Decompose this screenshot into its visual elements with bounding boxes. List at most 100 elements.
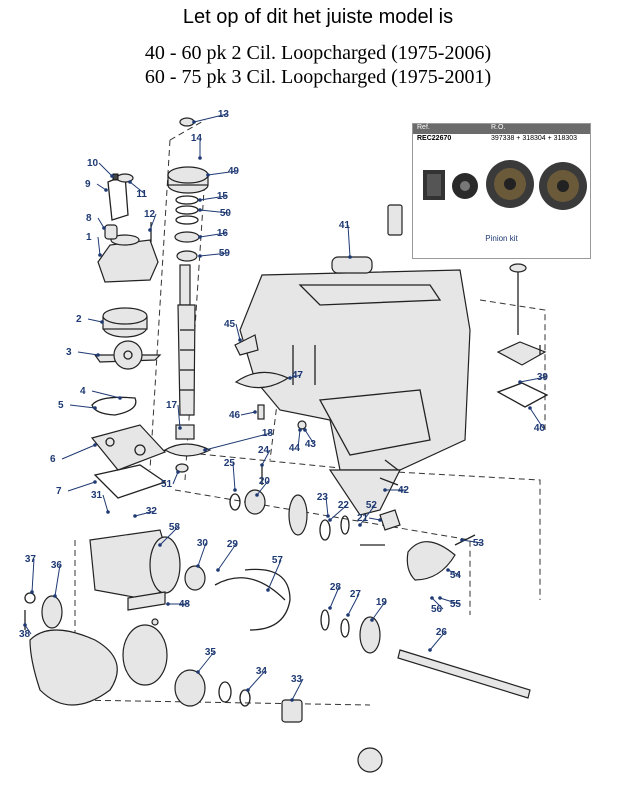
callout-label-24: 24 xyxy=(258,445,270,456)
callout-dot-46 xyxy=(253,410,257,414)
callout-leader-20 xyxy=(256,480,269,496)
callout-dot-38 xyxy=(23,623,27,627)
callout-dot-52 xyxy=(358,523,362,527)
callout-leader-45 xyxy=(235,323,241,341)
callout-leader-37 xyxy=(31,558,35,593)
callout-label-58: 58 xyxy=(169,522,181,533)
callout-dot-55 xyxy=(438,596,442,600)
callout-leader-8 xyxy=(97,217,105,229)
callout-dot-16 xyxy=(198,235,202,239)
callout-dot-5 xyxy=(93,406,97,410)
callout-label-19: 19 xyxy=(376,597,388,608)
callout-label-1: 1 xyxy=(86,232,92,243)
callout-label-36: 36 xyxy=(51,560,63,571)
callout-label-54: 54 xyxy=(450,570,462,581)
callout-leader-30 xyxy=(197,542,207,567)
callout-leader-43 xyxy=(304,429,315,445)
callout-leader-29 xyxy=(217,543,237,571)
callout-dot-42 xyxy=(383,488,387,492)
callout-label-23: 23 xyxy=(317,492,329,503)
callout-dot-36 xyxy=(53,594,57,598)
callout-label-38: 38 xyxy=(19,629,31,640)
callout-leader-31 xyxy=(102,494,109,513)
model-line-1: 40 - 60 pk 2 Cil. Loopcharged (1975-2006… xyxy=(144,42,492,64)
callout-label-51: 51 xyxy=(161,479,173,490)
callout-label-21: 21 xyxy=(357,513,369,524)
pinion-kit-caption: Pinion kit xyxy=(485,234,518,243)
callout-label-10: 10 xyxy=(87,158,99,169)
callout-label-30: 30 xyxy=(197,538,209,549)
callout-leader-39 xyxy=(519,376,547,383)
callout-leader-27 xyxy=(347,593,360,616)
callout-leader-6 xyxy=(61,444,96,460)
callout-dot-54 xyxy=(446,568,450,572)
pinion-kit-ref: REC22670 xyxy=(417,135,452,142)
callout-leader-47 xyxy=(289,374,302,379)
callout-leader-24 xyxy=(261,449,271,466)
callout-leader-41 xyxy=(347,224,351,258)
callout-label-8: 8 xyxy=(86,213,92,224)
callout-leader-9 xyxy=(96,183,107,191)
callout-label-6: 6 xyxy=(50,454,56,465)
callout-label-34: 34 xyxy=(256,666,268,677)
pinion-kit-panel: Ref. R.O. REC22670 397338 + 318304 + 318… xyxy=(412,123,591,259)
callout-leader-55 xyxy=(439,597,460,605)
callout-label-17: 17 xyxy=(166,400,178,411)
callout-label-15: 15 xyxy=(217,191,229,202)
callout-label-47: 47 xyxy=(292,370,304,381)
callout-dot-26 xyxy=(428,648,432,652)
callout-dot-14 xyxy=(198,156,202,160)
callout-label-43: 43 xyxy=(305,439,317,450)
callout-dot-10 xyxy=(110,174,114,178)
callout-dot-23 xyxy=(326,514,330,518)
callout-label-29: 29 xyxy=(227,539,239,550)
callout-leader-5 xyxy=(69,404,96,409)
callout-leader-49 xyxy=(207,170,238,176)
callout-leader-2 xyxy=(87,318,103,323)
callout-label-32: 32 xyxy=(146,506,158,517)
callout-label-59: 59 xyxy=(219,248,231,259)
callout-label-12: 12 xyxy=(144,209,156,220)
callout-label-45: 45 xyxy=(224,319,236,330)
callout-dot-45 xyxy=(238,338,242,342)
callout-label-25: 25 xyxy=(224,458,236,469)
callout-leader-40 xyxy=(529,407,544,429)
shift-linkage xyxy=(496,263,549,408)
callout-leader-44 xyxy=(297,429,301,449)
callout-leader-52 xyxy=(359,504,376,526)
callout-label-20: 20 xyxy=(259,476,271,487)
callout-leader-57 xyxy=(267,559,282,591)
callout-label-26: 26 xyxy=(436,627,448,638)
pinion-kit-gears-image xyxy=(423,160,587,210)
callout-leader-28 xyxy=(329,586,340,609)
callout-leader-4 xyxy=(91,390,121,399)
callout-dot-17 xyxy=(178,426,182,430)
callout-dot-15 xyxy=(198,198,202,202)
callout-leader-16 xyxy=(199,232,227,238)
callout-dot-18 xyxy=(203,448,207,452)
callout-dot-22 xyxy=(328,518,332,522)
callout-label-41: 41 xyxy=(339,220,351,231)
callout-dot-30 xyxy=(196,564,200,568)
callout-leader-33 xyxy=(291,678,304,701)
callout-label-53: 53 xyxy=(473,538,485,549)
callout-dot-12 xyxy=(148,228,152,232)
callout-leader-21 xyxy=(368,517,381,521)
pinion-kit-col-ro: R.O. xyxy=(491,124,506,131)
callout-label-56: 56 xyxy=(431,604,443,615)
callout-leader-3 xyxy=(77,351,99,356)
callout-dot-51 xyxy=(176,470,180,474)
pinion-kit-ro: 397338 + 318304 + 318303 xyxy=(491,135,578,142)
callout-leader-53 xyxy=(461,539,483,544)
callout-leader-36 xyxy=(54,564,61,597)
callout-dot-27 xyxy=(346,613,350,617)
callout-dot-32 xyxy=(133,514,137,518)
callout-dot-19 xyxy=(370,618,374,622)
callout-leader-7 xyxy=(67,481,96,492)
callout-label-55: 55 xyxy=(450,599,462,610)
callout-dot-50 xyxy=(198,208,202,212)
callout-dot-58 xyxy=(158,543,162,547)
callout-leader-56 xyxy=(431,597,444,610)
callout-dot-29 xyxy=(216,568,220,572)
callout-label-46: 46 xyxy=(229,410,241,421)
